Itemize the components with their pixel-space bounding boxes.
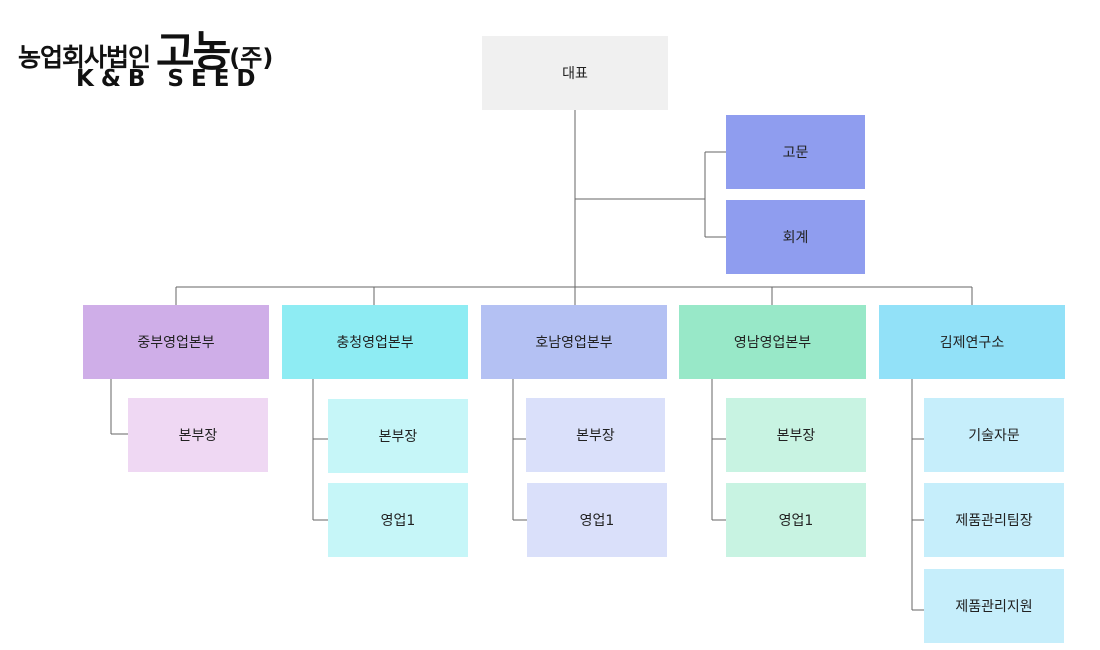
org-node-child-label: 영업1 bbox=[579, 513, 615, 529]
org-node-advisor: 고문 bbox=[726, 115, 865, 189]
org-node-yeongnam-head: 본부장 bbox=[726, 398, 866, 472]
org-node-child-label: 본부장 bbox=[576, 428, 615, 444]
org-node-division-label: 김제연구소 bbox=[939, 335, 1005, 351]
org-node-division-central: 중부영업본부 bbox=[83, 305, 269, 379]
org-node-advisor-label: 고문 bbox=[782, 145, 809, 161]
org-node-child-label: 본부장 bbox=[776, 428, 816, 444]
org-node-lab-tech-advisor: 기술자문 bbox=[924, 398, 1064, 472]
org-node-honam-head: 본부장 bbox=[526, 398, 665, 472]
org-node-division-label: 충청영업본부 bbox=[336, 335, 414, 351]
org-node-ceo-label: 대표 bbox=[562, 66, 588, 82]
org-node-chungcheong-head: 본부장 bbox=[328, 399, 468, 473]
org-node-honam-sales1: 영업1 bbox=[527, 483, 667, 557]
org-node-chungcheong-sales1: 영업1 bbox=[328, 483, 468, 557]
org-node-child-label: 제품관리팀장 bbox=[955, 513, 1033, 529]
org-node-child-label: 영업1 bbox=[778, 513, 814, 529]
logo-prefix: 농업회사법인 bbox=[18, 43, 151, 72]
org-node-child-label: 본부장 bbox=[178, 428, 218, 444]
logo-brand-name: 고농 bbox=[156, 27, 231, 76]
org-node-division-label: 중부영업본부 bbox=[137, 335, 215, 351]
org-node-accounting-label: 회계 bbox=[782, 230, 809, 246]
org-node-division-honam: 호남영업본부 bbox=[481, 305, 667, 379]
logo-suffix: (주) bbox=[229, 44, 274, 72]
org-node-lab-product-lead: 제품관리팀장 bbox=[924, 483, 1064, 557]
org-node-accounting: 회계 bbox=[726, 200, 865, 274]
org-node-division-gimje-lab: 김제연구소 bbox=[879, 305, 1065, 379]
org-node-division-yeongnam: 영남영업본부 bbox=[679, 305, 866, 379]
logo-english-name: K&B SEED bbox=[76, 66, 263, 92]
org-node-division-label: 영남영업본부 bbox=[733, 335, 812, 351]
org-node-child-label: 제품관리지원 bbox=[955, 599, 1033, 615]
org-node-child-label: 본부장 bbox=[378, 429, 418, 445]
org-node-division-label: 호남영업본부 bbox=[535, 335, 613, 351]
org-node-lab-product-support: 제품관리지원 bbox=[924, 569, 1064, 643]
org-node-central-head: 본부장 bbox=[128, 398, 268, 472]
org-node-child-label: 영업1 bbox=[380, 513, 416, 529]
org-node-ceo: 대표 bbox=[482, 36, 668, 110]
org-node-child-label: 기술자문 bbox=[968, 428, 1020, 444]
org-node-division-chungcheong: 충청영업본부 bbox=[282, 305, 468, 379]
org-node-yeongnam-sales1: 영업1 bbox=[726, 483, 866, 557]
